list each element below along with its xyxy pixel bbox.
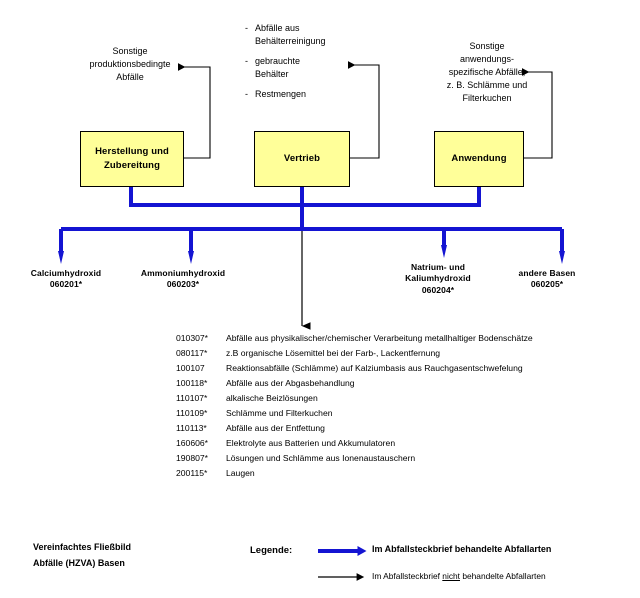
diagram-caption: Vereinfachtes Fließbild Abfälle (HZVA) B… bbox=[33, 540, 213, 572]
note-left-line1: Sonstige bbox=[112, 46, 148, 56]
note-right-line4: z. B. Schlämme und bbox=[446, 80, 528, 91]
legend-untreated-post: behandelte Abfallarten bbox=[460, 571, 546, 581]
process-box-anwendung-label: Anwendung bbox=[451, 153, 507, 165]
waste-code: 110109* bbox=[176, 407, 208, 418]
waste-code: 110113* bbox=[176, 422, 207, 433]
waste-code-row: 110107* alkalische Beizlösungen bbox=[176, 394, 632, 403]
waste-code: 080117* bbox=[176, 347, 208, 358]
note-mid-item-1: - gebrauchte Behälter bbox=[245, 55, 365, 81]
branch-2-name-line1: Natrium- und bbox=[410, 262, 466, 272]
waste-description: z.B organische Lösemittel bei der Farb-,… bbox=[226, 347, 441, 358]
note-mid-item-1-line2: Behälter bbox=[255, 69, 289, 80]
waste-code-row: 110113* Abfälle aus der Entfettung bbox=[176, 424, 632, 433]
waste-code-row: 160606* Elektrolyte aus Batterien und Ak… bbox=[176, 439, 632, 448]
waste-code: 200115* bbox=[176, 467, 208, 478]
waste-description: alkalische Beizlösungen bbox=[226, 392, 318, 403]
process-box-herstellung[interactable]: Herstellung und Zubereitung bbox=[80, 131, 184, 187]
branch-2-code: 060204* bbox=[421, 284, 455, 295]
waste-description: Schlämme und Filterkuchen bbox=[226, 407, 333, 418]
note-left-line3: Abfälle bbox=[116, 72, 144, 83]
branch-label-andere-basen: andere Basen 060205* bbox=[492, 268, 602, 291]
waste-code-row: 110109* Schlämme und Filterkuchen bbox=[176, 409, 632, 418]
blue-collector-bus-upper bbox=[129, 187, 481, 229]
note-right-line3: spezifische Abfälle, bbox=[448, 67, 526, 78]
note-mid-item-2-line1: Restmengen bbox=[255, 89, 307, 100]
note-mid-item-1-line1: gebrauchte bbox=[255, 56, 301, 67]
legend-entry-treated-label: Im Abfallsteckbrief behandelte Abfallart… bbox=[372, 544, 552, 554]
note-mid-item-0-line1: Abfälle aus bbox=[255, 23, 300, 33]
note-vertrieb-abfaelle-list: - Abfälle aus Behälterreinigung - gebrau… bbox=[245, 22, 365, 108]
note-right-line1: Sonstige bbox=[469, 41, 505, 51]
branch-3-name: andere Basen bbox=[518, 268, 576, 278]
waste-code: 110107* bbox=[176, 392, 208, 403]
branch-0-name: Calciumhydroxid bbox=[30, 268, 102, 278]
waste-description: Abfälle aus physikalischer/chemischer Ve… bbox=[226, 333, 533, 343]
branch-2-name-line2: Kaliumhydroxid bbox=[405, 273, 471, 284]
waste-description: Reaktionsabfälle (Schlämme) auf Kalziumb… bbox=[226, 362, 523, 373]
waste-description: Abfälle aus der Entfettung bbox=[226, 422, 325, 433]
waste-code-row: 010307* Abfälle aus physikalischer/chemi… bbox=[176, 334, 632, 343]
blue-distribution-bus-lower bbox=[58, 227, 565, 264]
caption-line-1: Vereinfachtes Fließbild bbox=[33, 542, 132, 552]
bullet-dash-icon: - bbox=[245, 23, 248, 33]
waste-description: Lösungen und Schlämme aus Ionenaustausch… bbox=[226, 452, 416, 463]
waste-code-row: 190807* Lösungen und Schlämme aus Ionena… bbox=[176, 454, 632, 463]
waste-code-row: 100107 Reaktionsabfälle (Schlämme) auf K… bbox=[176, 364, 632, 373]
branch-3-code: 060205* bbox=[530, 279, 564, 290]
waste-code: 100118* bbox=[176, 377, 208, 388]
note-sonstige-produktionsbedingte-abfaelle: Sonstige produktionsbedingte Abfälle bbox=[60, 45, 200, 84]
waste-description: Laugen bbox=[226, 467, 255, 478]
branch-1-name: Ammoniumhydroxid bbox=[140, 268, 226, 278]
waste-code: 010307* bbox=[176, 333, 209, 343]
branch-label-ammoniumhydroxid: Ammoniumhydroxid 060203* bbox=[110, 268, 256, 291]
caption-line-2: Abfälle (HZVA) Basen bbox=[33, 557, 125, 568]
note-right-line2: anwendungs- bbox=[459, 54, 515, 65]
waste-code-row: 100118* Abfälle aus der Abgasbehandlung bbox=[176, 379, 632, 388]
bullet-dash-icon: - bbox=[245, 56, 248, 67]
waste-code: 160606* bbox=[176, 437, 209, 448]
waste-code-row: 200115* Laugen bbox=[176, 469, 632, 478]
branch-label-calciumhydroxid: Calciumhydroxid 060201* bbox=[6, 268, 126, 291]
note-left-line2: produktionsbedingte bbox=[89, 59, 171, 70]
waste-code: 100107 bbox=[176, 362, 205, 373]
process-box-vertrieb-label: Vertrieb bbox=[283, 153, 321, 165]
waste-description: Abfälle aus der Abgasbehandlung bbox=[226, 377, 355, 388]
legend-title: Legende: bbox=[250, 545, 293, 556]
process-box-vertrieb[interactable]: Vertrieb bbox=[254, 131, 350, 187]
note-right-line5: Filterkuchen bbox=[462, 93, 512, 104]
legend-untreated-emphasis: nicht bbox=[442, 571, 460, 581]
note-sonstige-anwendungsspezifische-abfaelle: Sonstige anwendungs- spezifische Abfälle… bbox=[428, 40, 546, 105]
branch-1-code: 060203* bbox=[166, 279, 200, 290]
legend-entry-untreated-label: Im Abfallsteckbrief nicht behandelte Abf… bbox=[372, 571, 546, 581]
waste-code-row: 080117* z.B organische Lösemittel bei de… bbox=[176, 349, 632, 358]
note-mid-item-0-line2: Behälterreinigung bbox=[255, 36, 326, 47]
note-mid-item-0: - Abfälle aus Behälterreinigung bbox=[245, 22, 365, 48]
process-box-herstellung-label: Herstellung und Zubereitung bbox=[95, 146, 169, 171]
note-mid-item-2: - Restmengen bbox=[245, 88, 365, 101]
branch-label-natrium-kaliumhydroxid: Natrium- und Kaliumhydroxid 060204* bbox=[378, 262, 498, 296]
waste-code-list: 010307* Abfälle aus physikalischer/chemi… bbox=[176, 334, 632, 484]
process-box-anwendung[interactable]: Anwendung bbox=[434, 131, 524, 187]
legend-untreated-pre: Im Abfallsteckbrief bbox=[372, 571, 443, 581]
waste-code: 190807* bbox=[176, 452, 209, 463]
branch-0-code: 060201* bbox=[49, 279, 83, 290]
waste-description: Elektrolyte aus Batterien und Akkumulato… bbox=[226, 437, 396, 448]
bullet-dash-icon: - bbox=[245, 89, 248, 100]
